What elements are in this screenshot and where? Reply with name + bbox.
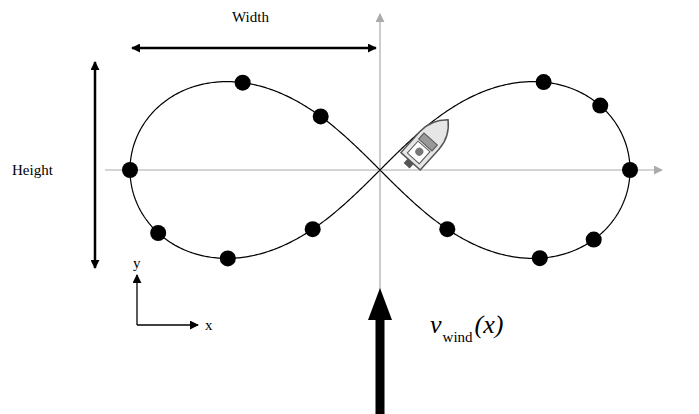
- height-arrow: [94, 62, 97, 268]
- waypoint-dot: [305, 221, 321, 237]
- trajectory: [122, 74, 638, 266]
- figure-eight-path: [130, 82, 630, 259]
- waypoint-dot: [122, 162, 138, 178]
- boat-icon: [397, 111, 458, 174]
- x-axis-indicator: [137, 324, 198, 325]
- wind-arrow-head: [368, 288, 392, 320]
- axis-label: x: [205, 318, 213, 333]
- waypoint-dot: [532, 250, 548, 266]
- wind-subscript: wind: [443, 330, 473, 345]
- waypoint-dot: [220, 250, 236, 266]
- wind-argument: (x): [475, 312, 504, 338]
- axis-label: y: [133, 256, 141, 271]
- waypoint-dot: [439, 221, 455, 237]
- width-arrow: [132, 47, 376, 50]
- waypoint-dot: [622, 162, 638, 178]
- waypoint-dot: [150, 225, 166, 241]
- waypoint-dot: [586, 232, 602, 248]
- dimension-label: Width: [232, 10, 269, 25]
- horizontal-axis: [105, 169, 662, 170]
- vertical-axis: [379, 14, 380, 300]
- waypoint-dot: [313, 108, 329, 124]
- waypoint-dot: [592, 98, 608, 114]
- wind-symbol: v: [430, 312, 442, 338]
- dimension-label: Height: [12, 163, 53, 178]
- y-axis-indicator: [136, 275, 137, 325]
- wind-arrow-shaft: [376, 318, 385, 414]
- waypoint-dot: [536, 74, 552, 90]
- waypoint-dot: [235, 75, 251, 91]
